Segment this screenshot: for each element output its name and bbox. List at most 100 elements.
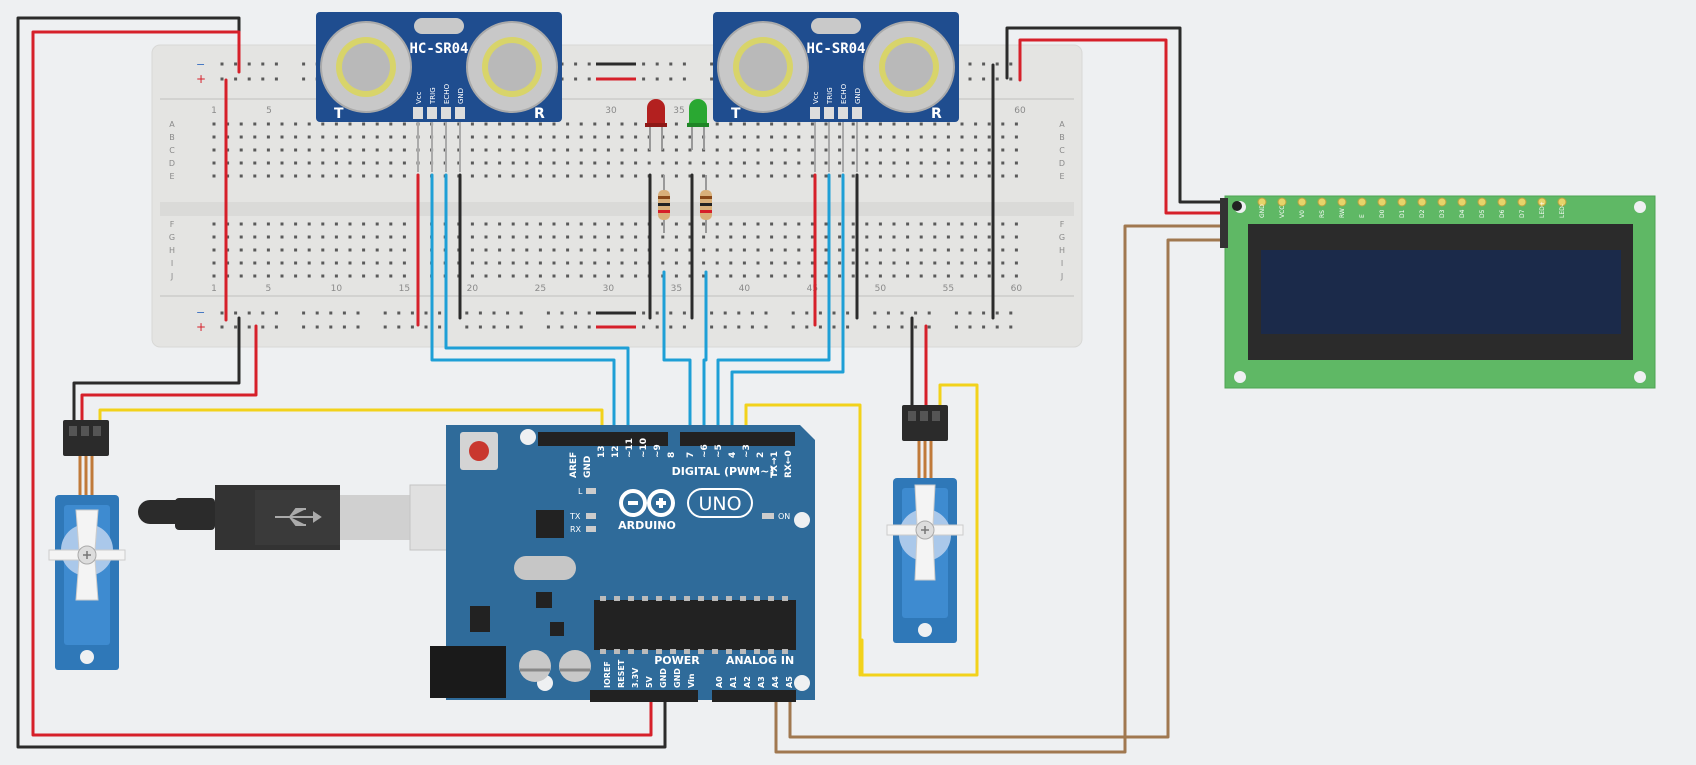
breadboard-hole (280, 161, 284, 165)
digital-header (538, 432, 668, 446)
breadboard-hole (702, 274, 706, 278)
breadboard-hole (606, 274, 610, 278)
breadboard-hole (307, 174, 311, 178)
chip-pin (754, 649, 760, 654)
breadboard-hole (742, 174, 746, 178)
breadboard-hole (1009, 311, 1013, 315)
lcd-pin-label: V0 (1299, 210, 1306, 218)
breadboard-hole (982, 311, 986, 315)
power-pin-label: 3.3V (631, 667, 640, 688)
row-label: C (1059, 146, 1065, 155)
breadboard-hole (960, 148, 964, 152)
digital-pin-label: TX→1 (770, 451, 780, 478)
breadboard-hole (410, 325, 414, 329)
breadboard-hole (498, 222, 502, 226)
breadboard-hole (321, 248, 325, 252)
breadboard-hole (220, 77, 224, 81)
breadboard-hole (247, 77, 251, 81)
breadboard-hole (334, 148, 338, 152)
breadboard-hole (892, 122, 896, 126)
breadboard-hole (900, 325, 904, 329)
breadboard-hole (470, 174, 474, 178)
breadboard-hole (634, 248, 638, 252)
breadboard-hole (579, 235, 583, 239)
breadboard-hole (846, 325, 850, 329)
breadboard-hole (253, 235, 257, 239)
lcd-pin (1377, 197, 1387, 207)
breadboard-hole (974, 174, 978, 178)
digital-label: DIGITAL (PWM~) (672, 465, 775, 478)
breadboard-hole (1001, 174, 1005, 178)
breadboard-hole (674, 148, 678, 152)
row-label: D (1059, 159, 1065, 168)
breadboard-hole (566, 248, 570, 252)
breadboard-hole (1001, 274, 1005, 278)
breadboard-hole (824, 222, 828, 226)
lcd-screen (1261, 250, 1621, 334)
breadboard-hole (661, 248, 665, 252)
breadboard-hole (389, 174, 393, 178)
chip-pin (698, 596, 704, 601)
lcd-pin (1537, 197, 1547, 207)
breadboard-hole (1014, 161, 1018, 165)
breadboard-hole (729, 135, 733, 139)
breadboard-hole (892, 135, 896, 139)
led-green (687, 99, 709, 150)
breadboard-hole (982, 325, 986, 329)
breadboard-hole (878, 248, 882, 252)
breadboard-hole (498, 161, 502, 165)
breadboard-hole (1014, 261, 1018, 265)
breadboard-hole (906, 161, 910, 165)
sensor-model: HC-SR04 (806, 41, 865, 57)
breadboard-hole (756, 261, 760, 265)
breadboard-hole (266, 135, 270, 139)
breadboard-hole (321, 161, 325, 165)
breadboard-hole (647, 161, 651, 165)
breadboard-hole (661, 161, 665, 165)
breadboard-hole (620, 261, 624, 265)
atmega-chip (594, 600, 796, 650)
breadboard-hole (810, 161, 814, 165)
breadboard-hole (579, 122, 583, 126)
breadboard-hole (974, 161, 978, 165)
breadboard-hole (375, 222, 379, 226)
chip-pin (628, 649, 634, 654)
lcd-pin (1397, 197, 1407, 207)
breadboard-hole (865, 261, 869, 265)
breadboard-hole (634, 174, 638, 178)
breadboard-hole (239, 222, 243, 226)
analog-pin-label: A3 (757, 676, 766, 688)
breadboard-hole (742, 235, 746, 239)
breadboard-hole (974, 222, 978, 226)
breadboard-hole (226, 122, 230, 126)
chip-pin (726, 596, 732, 601)
col-number: 10 (331, 284, 343, 294)
analog-pin-label: A1 (729, 676, 738, 688)
breadboard-hole (791, 311, 795, 315)
breadboard-hole (362, 222, 366, 226)
breadboard-hole (892, 261, 896, 265)
breadboard-hole (729, 248, 733, 252)
breadboard-hole (1001, 222, 1005, 226)
breadboard-hole (824, 261, 828, 265)
led-rx-label: RX (570, 525, 582, 534)
breadboard-hole (587, 77, 591, 81)
reset-button-icon[interactable] (460, 432, 498, 470)
breadboard-hole (987, 222, 991, 226)
breadboard-hole (294, 235, 298, 239)
breadboard-hole (878, 274, 882, 278)
breadboard-hole (334, 274, 338, 278)
servo-horn-icon (886, 484, 964, 581)
breadboard-hole (634, 135, 638, 139)
breadboard-hole (348, 161, 352, 165)
breadboard-hole (737, 325, 741, 329)
breadboard-hole (334, 222, 338, 226)
row-label: J (1060, 272, 1063, 281)
breadboard-hole (389, 222, 393, 226)
breadboard-hole (851, 222, 855, 226)
breadboard-hole (674, 161, 678, 165)
breadboard-hole (593, 248, 597, 252)
breadboard-hole (212, 235, 216, 239)
servo-2 (886, 405, 964, 643)
